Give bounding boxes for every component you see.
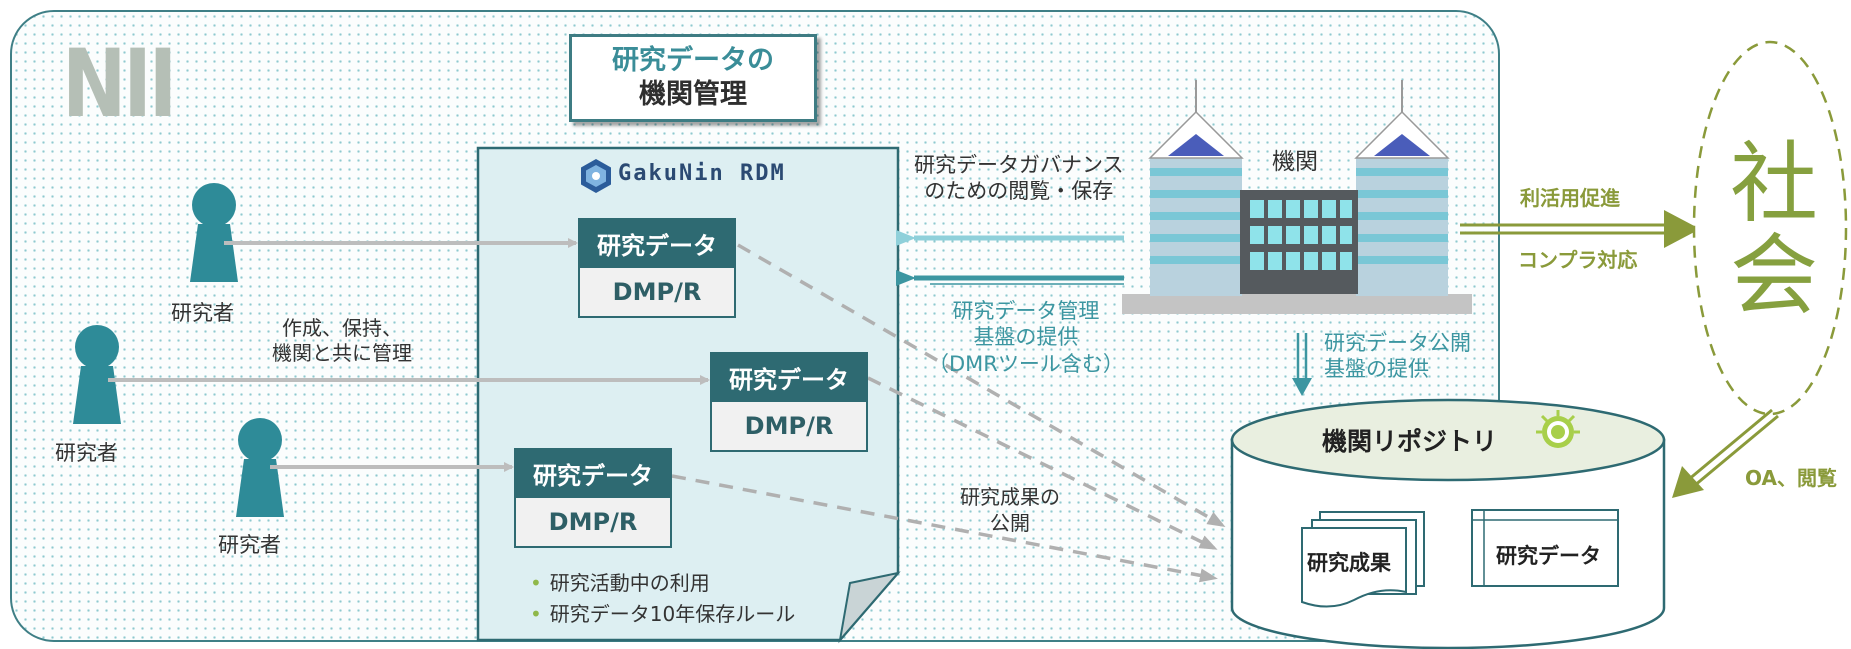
researcher-icon [236, 418, 284, 517]
publish-arrow [867, 376, 1218, 550]
rdm-logo-icon [581, 159, 611, 193]
oa-arrow [1672, 408, 1779, 498]
rdm-bullets: •研究活動中の利用 •研究データ10年保存ルール [530, 568, 795, 630]
institution-building-icon [1122, 80, 1472, 314]
rdm-label: GakuNin RDM [618, 161, 786, 186]
diagram-title: 研究データの 機関管理 [569, 34, 817, 122]
researcher-label: 研究者 [171, 301, 234, 325]
results-document-icon [1301, 511, 1425, 608]
research-data-box: 研究データ DMP/R [578, 218, 736, 318]
researcher-icon [190, 183, 238, 282]
research-data-box: 研究データ DMP/R [710, 352, 868, 452]
title-line-2: 機関管理 [639, 79, 747, 110]
publish-infra-line-1: 研究データ公開 [1324, 331, 1471, 355]
promote-label: 利活用促進 [1520, 186, 1620, 210]
publish-infra-arrow [1292, 333, 1312, 396]
dmp-label: DMP/R [514, 498, 672, 548]
title-line-1: 研究データの [612, 45, 774, 77]
research-data-box: 研究データ DMP/R [514, 448, 672, 548]
oa-label: OA、閲覧 [1745, 466, 1837, 490]
society-char-2: 会 [1730, 224, 1819, 327]
researcher-label: 研究者 [218, 533, 281, 557]
repository-title: 機関リポジトリ [1322, 427, 1498, 456]
publish-arrow [671, 474, 1218, 583]
infra-line-2: 基盤の提供 [973, 325, 1079, 350]
dmp-label: DMP/R [710, 402, 868, 452]
research-data-title: 研究データ [514, 448, 672, 498]
nii-logo: NII [62, 30, 177, 139]
results-public-text: 研究成果の 公開 [960, 484, 1060, 536]
researcher-icon [73, 325, 121, 424]
dmp-label: DMP/R [578, 268, 736, 318]
publish-arrow [737, 243, 1226, 528]
bullet-text: 研究活動中の利用 [549, 571, 710, 595]
repository-data-label: 研究データ [1496, 544, 1601, 568]
publish-infra-text: 研究データ公開 基盤の提供 [1324, 330, 1471, 383]
governance-text: 研究データガバナンス のための閲覧・保存 [914, 152, 1124, 205]
governance-line-2: のための閲覧・保存 [924, 179, 1114, 204]
compliance-label: コンプラ対応 [1518, 248, 1638, 272]
results-public-line-1: 研究成果の [960, 485, 1060, 509]
research-data-title: 研究データ [710, 352, 868, 402]
management-note-line-1: 作成、保持、 [282, 316, 402, 340]
infra-text: 研究データ管理 基盤の提供 （DMRツール含む） [928, 298, 1124, 377]
data-window-icon [1471, 509, 1619, 587]
society-ellipse [1692, 40, 1848, 416]
promote-arrow [1460, 210, 1700, 248]
governance-line-1: 研究データガバナンス [914, 153, 1124, 177]
research-data-title: 研究データ [578, 218, 736, 268]
bullet-item: •研究活動中の利用 [530, 571, 710, 595]
society-char-1: 社 [1730, 132, 1819, 235]
rdm-logo: GakuNin RDM [618, 161, 786, 186]
infra-line-1: 研究データ管理 [952, 299, 1100, 323]
publish-infra-line-2: 基盤の提供 [1324, 357, 1429, 382]
repository-results-label: 研究成果 [1307, 551, 1391, 575]
bullet-item: •研究データ10年保存ルール [530, 602, 796, 626]
results-public-line-2: 公開 [990, 511, 1030, 535]
repository-logo-icon [1536, 410, 1580, 448]
institution-label: 機関 [1272, 149, 1318, 175]
management-note: 作成、保持、 機関と共に管理 [272, 316, 412, 366]
researcher-label: 研究者 [55, 441, 118, 465]
management-note-line-2: 機関と共に管理 [272, 341, 412, 365]
bullet-text: 研究データ10年保存ルール [549, 602, 796, 626]
infra-line-3: （DMRツール含む） [928, 351, 1124, 376]
